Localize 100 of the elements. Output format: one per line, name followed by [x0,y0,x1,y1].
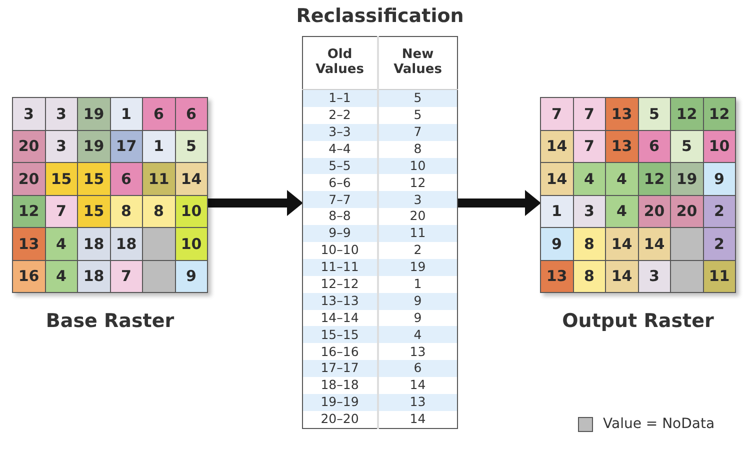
raster-cell: 9 [704,163,735,194]
raster-cell: 8 [574,228,605,260]
raster-cell: 7 [46,196,77,227]
table-cell: 14 [378,410,458,428]
raster-caption: Output Raster [562,310,714,332]
table-cell: 11 [378,225,458,242]
raster-cell: 8 [110,196,142,227]
table-cell: 5 [378,106,458,124]
raster-cell: 7 [541,98,572,130]
table-cell: 12 [378,174,458,192]
table-cell: 20–20 [302,410,378,428]
raster-cell: 10 [176,196,207,227]
raster-cell: 3 [574,196,605,227]
table-cell: 11–11 [302,258,378,276]
raster-cell: 19 [78,98,110,130]
legend-text: Value = NoData [603,416,715,432]
raster-cell: 7 [574,98,605,130]
raster-cell: 15 [46,163,77,194]
raster-cell: 18 [110,228,142,260]
table-cell: 14 [378,377,458,394]
raster-cell: 15 [78,196,110,227]
raster-cell: 12 [671,98,702,130]
table-cell: 19 [378,258,458,276]
raster-cell: 8 [574,260,605,292]
table-cell: 3 [378,191,458,208]
raster-cell: 9 [541,228,572,260]
raster-cell: 6 [110,163,142,194]
raster-cell: 6 [176,98,207,130]
table-cell: 6–6 [302,174,378,192]
raster-cell: 20 [13,130,44,162]
raster-cell: 20 [13,163,44,194]
table-cell: 19–19 [302,394,378,411]
raster-cell: 2 [704,196,735,227]
table-cell: 1–1 [302,90,378,107]
table-cell: 1 [378,276,458,293]
raster-cell: 1 [143,130,174,162]
table-cell: 10 [378,158,458,174]
raster-cell: 1 [541,196,572,227]
raster-cell: 19 [78,130,110,162]
table-cell: 2 [378,242,458,259]
raster-cell: 4 [46,228,77,260]
table-cell: 13 [378,394,458,411]
raster-cell: 10 [176,228,207,260]
raster-cell: 19 [671,163,702,194]
raster-cell: 1 [110,98,142,130]
raster-cell: 14 [176,163,207,194]
raster-cell: 18 [78,228,110,260]
raster-cell: 13 [13,228,44,260]
raster-cell: 15 [78,163,110,194]
table-cell: 15–15 [302,326,378,344]
raster-cell: 11 [143,163,174,194]
table-cell: 14–14 [302,310,378,326]
table-cell: 9 [378,310,458,326]
table-cell: 18–18 [302,377,378,394]
table-cell: 5 [378,90,458,107]
table-cell: 2–2 [302,106,378,124]
table-cell: 16–16 [302,343,378,360]
raster-cell: 12 [638,163,670,194]
raster-cell: 14 [606,228,638,260]
table-cell: 6 [378,360,458,378]
table-cell: 3–3 [302,124,378,141]
raster-caption: Base Raster [46,310,174,332]
raster-cell: 18 [78,260,110,292]
arrow [458,190,541,216]
raster-cell: 6 [638,130,670,162]
raster-cell: 14 [541,163,572,194]
table-cell: 17–17 [302,360,378,378]
raster-cell: 4 [46,260,77,292]
raster-cell: 20 [671,196,702,227]
table-title: Reclassification [296,5,464,27]
table-cell: 13 [378,343,458,360]
raster-cell: 12 [704,98,735,130]
raster-cell: 7 [574,130,605,162]
raster-cell: 11 [704,260,735,292]
raster-cell: 5 [638,98,670,130]
raster-cell: 3 [638,260,670,292]
table-cell: 8 [378,140,458,158]
raster-cell: 17 [110,130,142,162]
raster-cell: 14 [638,228,670,260]
table-cell: 9 [378,292,458,310]
raster-cell: 4 [606,196,638,227]
table-cell: 9–9 [302,225,378,242]
table-cell: 5–5 [302,158,378,174]
raster-cell: 13 [606,98,638,130]
raster-cell: 12 [13,196,44,227]
raster-cell: 3 [46,98,77,130]
table-cell: 4–4 [302,140,378,158]
raster-cell: 9 [176,260,207,292]
raster-cell: 3 [13,98,44,130]
table-cell: 20 [378,208,458,226]
table-cell: 4 [378,326,458,344]
raster-cell: 13 [541,260,572,292]
raster-cell: 8 [143,196,174,227]
table-cell: 7 [378,124,458,141]
raster-cell: 2 [704,228,735,260]
raster-cell: 20 [638,196,670,227]
raster-cell: 6 [143,98,174,130]
table-cell: 7–7 [302,191,378,208]
raster-cell: 4 [574,163,605,194]
raster-cell: 3 [46,130,77,162]
